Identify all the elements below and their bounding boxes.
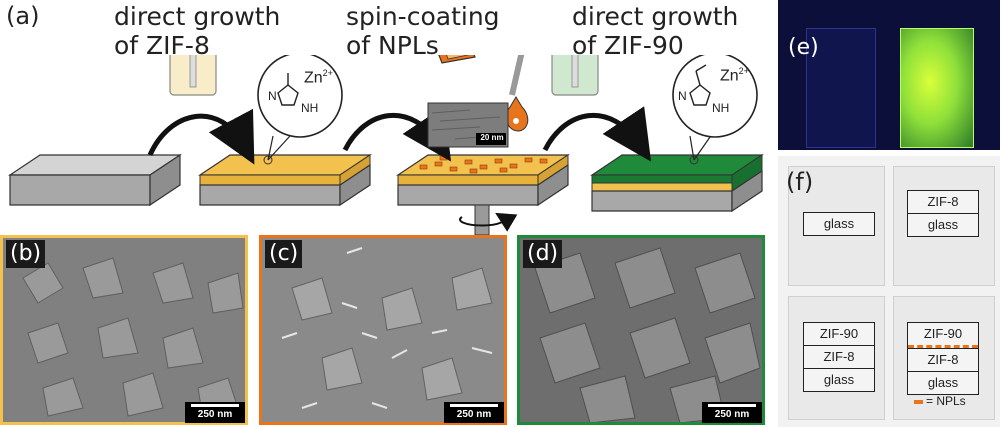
zif8-zn-label: Zn2+ (304, 68, 333, 87)
step-1-line1: direct growth (114, 2, 281, 31)
layer-zif8: ZIF-8 (908, 348, 978, 371)
zn-text: Zn (304, 69, 323, 87)
tem-scale-label: 20 nm (480, 133, 504, 142)
step-3-label: direct growth of ZIF-90 (572, 2, 738, 60)
stack-glass: glass (803, 212, 875, 236)
panel-e-label: (e) (788, 35, 819, 60)
process-schematic (8, 55, 764, 235)
zif90-coated-substrate (590, 154, 764, 213)
step-2-line1: spin-coating (346, 2, 500, 31)
scalebar-c-text: 250 nm (456, 409, 492, 420)
panel-a-label: (a) (6, 2, 40, 30)
panel-c-label: (c) (265, 240, 303, 268)
layer-glass: glass (908, 371, 978, 394)
bare-substrate (8, 153, 182, 207)
arrow-1 (147, 108, 255, 165)
arrow-2 (342, 106, 452, 162)
zif90-zn-label: Zn2+ (720, 66, 749, 85)
npl-legend-text: = NPLs (926, 394, 966, 408)
stack-zif90-zif8-glass: ZIF-90 ZIF-8 glass (803, 322, 875, 392)
panel-b-label: (b) (6, 240, 46, 268)
zif8-n-label: N (268, 89, 277, 103)
zif8-beaker-icon (169, 55, 217, 96)
step-3-line1: direct growth (572, 2, 739, 31)
pipette-icon (505, 55, 529, 132)
zif8-coated-substrate (198, 154, 372, 207)
layer-zif90: ZIF-90 (819, 326, 859, 341)
panel-f-label: (f) (786, 168, 814, 196)
layer-glass: glass (804, 368, 874, 391)
scalebar-b: 250 nm (185, 402, 245, 423)
zn-text-2: Zn (720, 67, 739, 85)
npl-icon (438, 55, 476, 64)
layer-glass: glass (823, 216, 855, 231)
stack-zif90-npl-zif8-glass: ZIF-90 ZIF-8 glass (907, 322, 979, 395)
tem-inset-image (427, 102, 509, 148)
scalebar-d: 250 nm (702, 402, 762, 423)
sem-d-texture (520, 238, 762, 422)
zif8-linker-magnifier (257, 55, 343, 161)
zif90-n-label: N (678, 89, 687, 103)
scalebar-d-text: 250 nm (714, 409, 750, 420)
panel-e-photo (778, 0, 1000, 150)
zif90-linker-magnifier (672, 55, 758, 161)
layer-zif8: ZIF-8 (927, 194, 959, 209)
glass-slide-green (900, 28, 974, 148)
glass-slide-dark (806, 28, 876, 148)
panel-d-label: (d) (523, 240, 563, 268)
scalebar-b-text: 250 nm (197, 409, 233, 420)
layer-zif8: ZIF-8 (804, 345, 874, 368)
sem-b-texture (3, 238, 245, 422)
arrow-3 (542, 106, 652, 162)
npl-legend: = NPLs (914, 394, 966, 408)
zn-charge-2: 2+ (738, 66, 749, 76)
zif90-beaker-icon (551, 55, 599, 96)
layer-glass: glass (908, 213, 978, 236)
sem-panel-c (259, 235, 507, 425)
sem-c-texture (262, 238, 504, 422)
scalebar-c: 250 nm (444, 402, 504, 423)
zif90-nh-label: NH (712, 101, 730, 115)
zn-charge: 2+ (322, 68, 333, 78)
npl-coated-substrate (396, 154, 570, 235)
layer-zif90: ZIF-90 (908, 323, 978, 348)
zif8-nh-label: NH (301, 101, 319, 115)
stack-zif8-glass: ZIF-8 glass (907, 190, 979, 237)
step-2-line2: of NPLs (346, 31, 439, 60)
step-1-label: direct growth of ZIF-8 (114, 2, 280, 60)
step-2-label: spin-coating of NPLs (346, 2, 500, 60)
npl-legend-swatch (914, 399, 923, 404)
